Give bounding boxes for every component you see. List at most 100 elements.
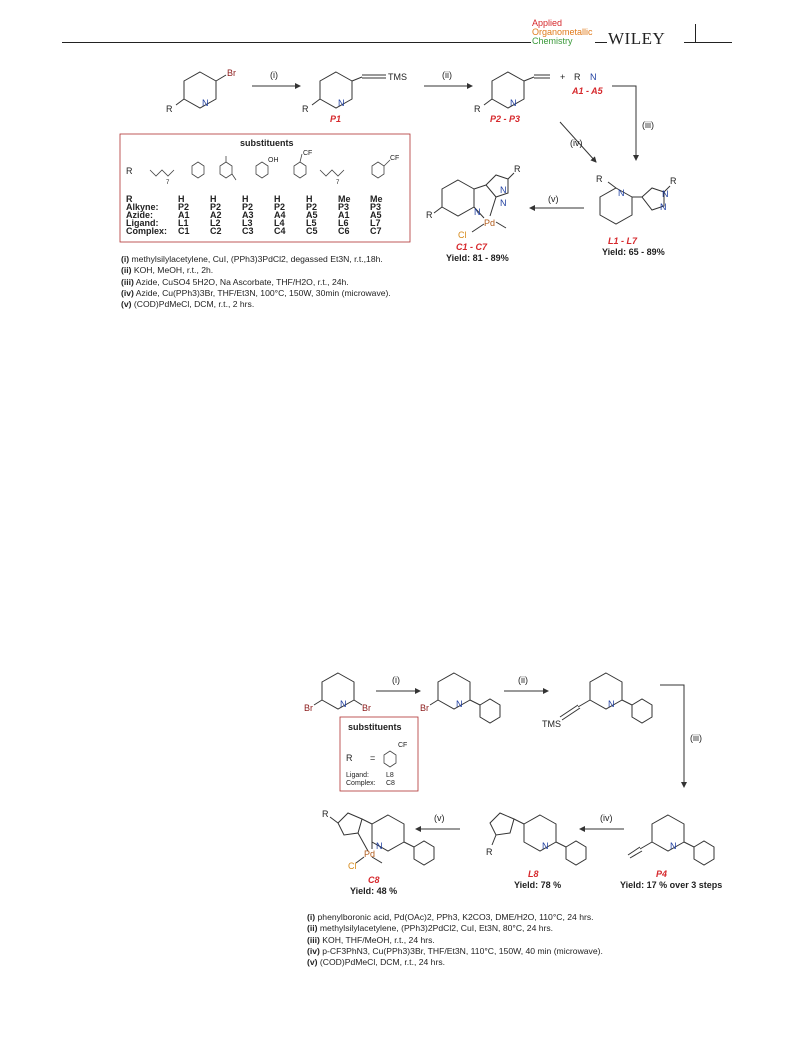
- journal-line-organometallic: Organometallic: [532, 27, 593, 37]
- table-cell: P2: [274, 202, 285, 212]
- pyridine-ring: [437, 672, 471, 710]
- step-i-label: (i): [270, 70, 278, 80]
- compound-l8: L8: [528, 869, 539, 879]
- condition-line: (v) (COD)PdMeCl, DCM, r.t., 24 hrs.: [307, 957, 446, 968]
- table-cell: H: [306, 194, 313, 204]
- yield-l8-text: Yield: 78 %: [514, 880, 561, 890]
- chain-length: 7: [166, 180, 170, 186]
- condition-line: (ii) methylsilylacetylene, (PPh3)2PdCl2,…: [307, 923, 554, 934]
- table-cell: H: [210, 194, 217, 204]
- table-cell: A3: [242, 210, 254, 220]
- equals-sign: =: [370, 753, 375, 763]
- r2-row-label: R: [126, 166, 133, 176]
- bromine-label: Br: [362, 703, 371, 713]
- table-row-label: Complex:: [126, 226, 167, 236]
- header-rule-right: [684, 42, 732, 43]
- bromine-label: Br: [420, 703, 429, 713]
- tms-label: TMS: [542, 719, 561, 729]
- compound-p2-p3: P2 - P3: [490, 114, 520, 124]
- cf3-label: CF: [398, 742, 407, 749]
- condition-line: (iii) Azide, CuSO4 5H2O, Na Ascorbate, T…: [121, 276, 349, 287]
- tms-label: TMS: [388, 72, 407, 82]
- cf3-label: CF: [303, 150, 312, 157]
- nitrogen-label: N: [474, 207, 481, 217]
- condition-line: (ii) KOH, MeOH, r.t., 2h.: [121, 265, 214, 276]
- pyridine-ring: [599, 187, 633, 225]
- bromine-label: Br: [304, 703, 313, 713]
- cf3-label: CF: [390, 155, 399, 162]
- r1-label: R: [302, 104, 309, 114]
- table-cell: L5: [306, 218, 317, 228]
- phenyl-ring: [693, 840, 715, 866]
- table-cell: L3: [242, 218, 253, 228]
- step-iv-label: (iv): [600, 813, 613, 823]
- table-row-label: R: [126, 194, 133, 204]
- scheme-1: Br N R (i) N TMS R P1 (ii) N R P2 - P3 +…: [119, 68, 677, 263]
- condition-line: (iv) p-CF3PhN3, Cu(PPh3)3Br, THF/Et3N, 1…: [307, 945, 603, 956]
- step-iv-label: (iv): [570, 138, 583, 148]
- ligand-label: Ligand:: [346, 772, 369, 779]
- r1-label: R: [596, 174, 603, 184]
- pyridine-ring: [589, 672, 623, 710]
- r2-label: R: [514, 164, 521, 174]
- compound-c1-c7: C1 - C7: [456, 242, 488, 252]
- r-label: R: [486, 847, 493, 857]
- pyridine-ring: [523, 814, 557, 852]
- table-cell: P2: [178, 202, 189, 212]
- nitrogen-label: N: [608, 699, 615, 709]
- table-cell: C3: [242, 226, 254, 236]
- r-row-label: R: [346, 753, 353, 763]
- compound-p4: P4: [656, 869, 667, 879]
- table-cell: P3: [338, 202, 349, 212]
- pyridine-ring: [321, 672, 355, 710]
- substituents-title: substituents: [348, 722, 402, 732]
- pyridine-ring: [491, 71, 525, 109]
- table-cell: L4: [274, 218, 285, 228]
- table-cell: H: [274, 194, 281, 204]
- phenyl-ring: [565, 840, 587, 866]
- table-cell: P2: [242, 202, 253, 212]
- table-cell: A5: [306, 210, 318, 220]
- substituents-title: substituents: [240, 138, 294, 148]
- pyridine-ring: [319, 71, 353, 109]
- table-cell: A4: [274, 210, 286, 220]
- table-row-label: Azide:: [126, 210, 153, 220]
- r-label: R: [322, 809, 329, 819]
- r2-label: R: [670, 176, 677, 186]
- substituent-structures: [149, 153, 391, 181]
- nitrogen-label: N: [500, 198, 507, 208]
- triazole-ring: [485, 174, 509, 198]
- table-cell: A1: [178, 210, 190, 220]
- compound-p1: P1: [330, 114, 341, 124]
- phenyl-ring: [479, 698, 501, 724]
- nitrogen-label: N: [202, 98, 209, 108]
- chain-length: 7: [336, 180, 340, 186]
- palladium-label: Pd: [484, 218, 495, 228]
- compound-c8: C8: [368, 875, 380, 885]
- journal-line-applied: Applied: [532, 18, 563, 28]
- hydroxyl-label: OH: [268, 157, 279, 164]
- aryl-substituent: [383, 750, 397, 768]
- table-cell: C6: [338, 226, 350, 236]
- nitrogen-label: N: [670, 841, 677, 851]
- palladium-label: Pd: [364, 849, 375, 859]
- nitrogen-label: N: [456, 699, 463, 709]
- table-cell: C5: [306, 226, 318, 236]
- table-cell: L6: [338, 218, 349, 228]
- condition-line: (i) methylsilylacetylene, CuI, (PPh3)3Pd…: [121, 254, 383, 264]
- table-cell: A1: [338, 210, 350, 220]
- table-cell: Me: [370, 194, 383, 204]
- header-rule-mid: [595, 42, 607, 43]
- journal-line-chemistry: Chemistry: [532, 36, 573, 46]
- nitrogen-label: N: [500, 185, 507, 195]
- scheme-1-conditions: (i) methylsilylacetylene, CuI, (PPh3)3Pd…: [121, 254, 391, 310]
- table-cell: H: [178, 194, 185, 204]
- pyridine-ring: [441, 179, 475, 217]
- compound-l1-l7: L1 - L7: [608, 236, 638, 246]
- nitrogen-label: N: [618, 188, 625, 198]
- step-iii-label: (iii): [690, 733, 702, 743]
- table-cell: C4: [274, 226, 286, 236]
- r1-label: R: [426, 210, 433, 220]
- triazole-ring: [337, 812, 363, 836]
